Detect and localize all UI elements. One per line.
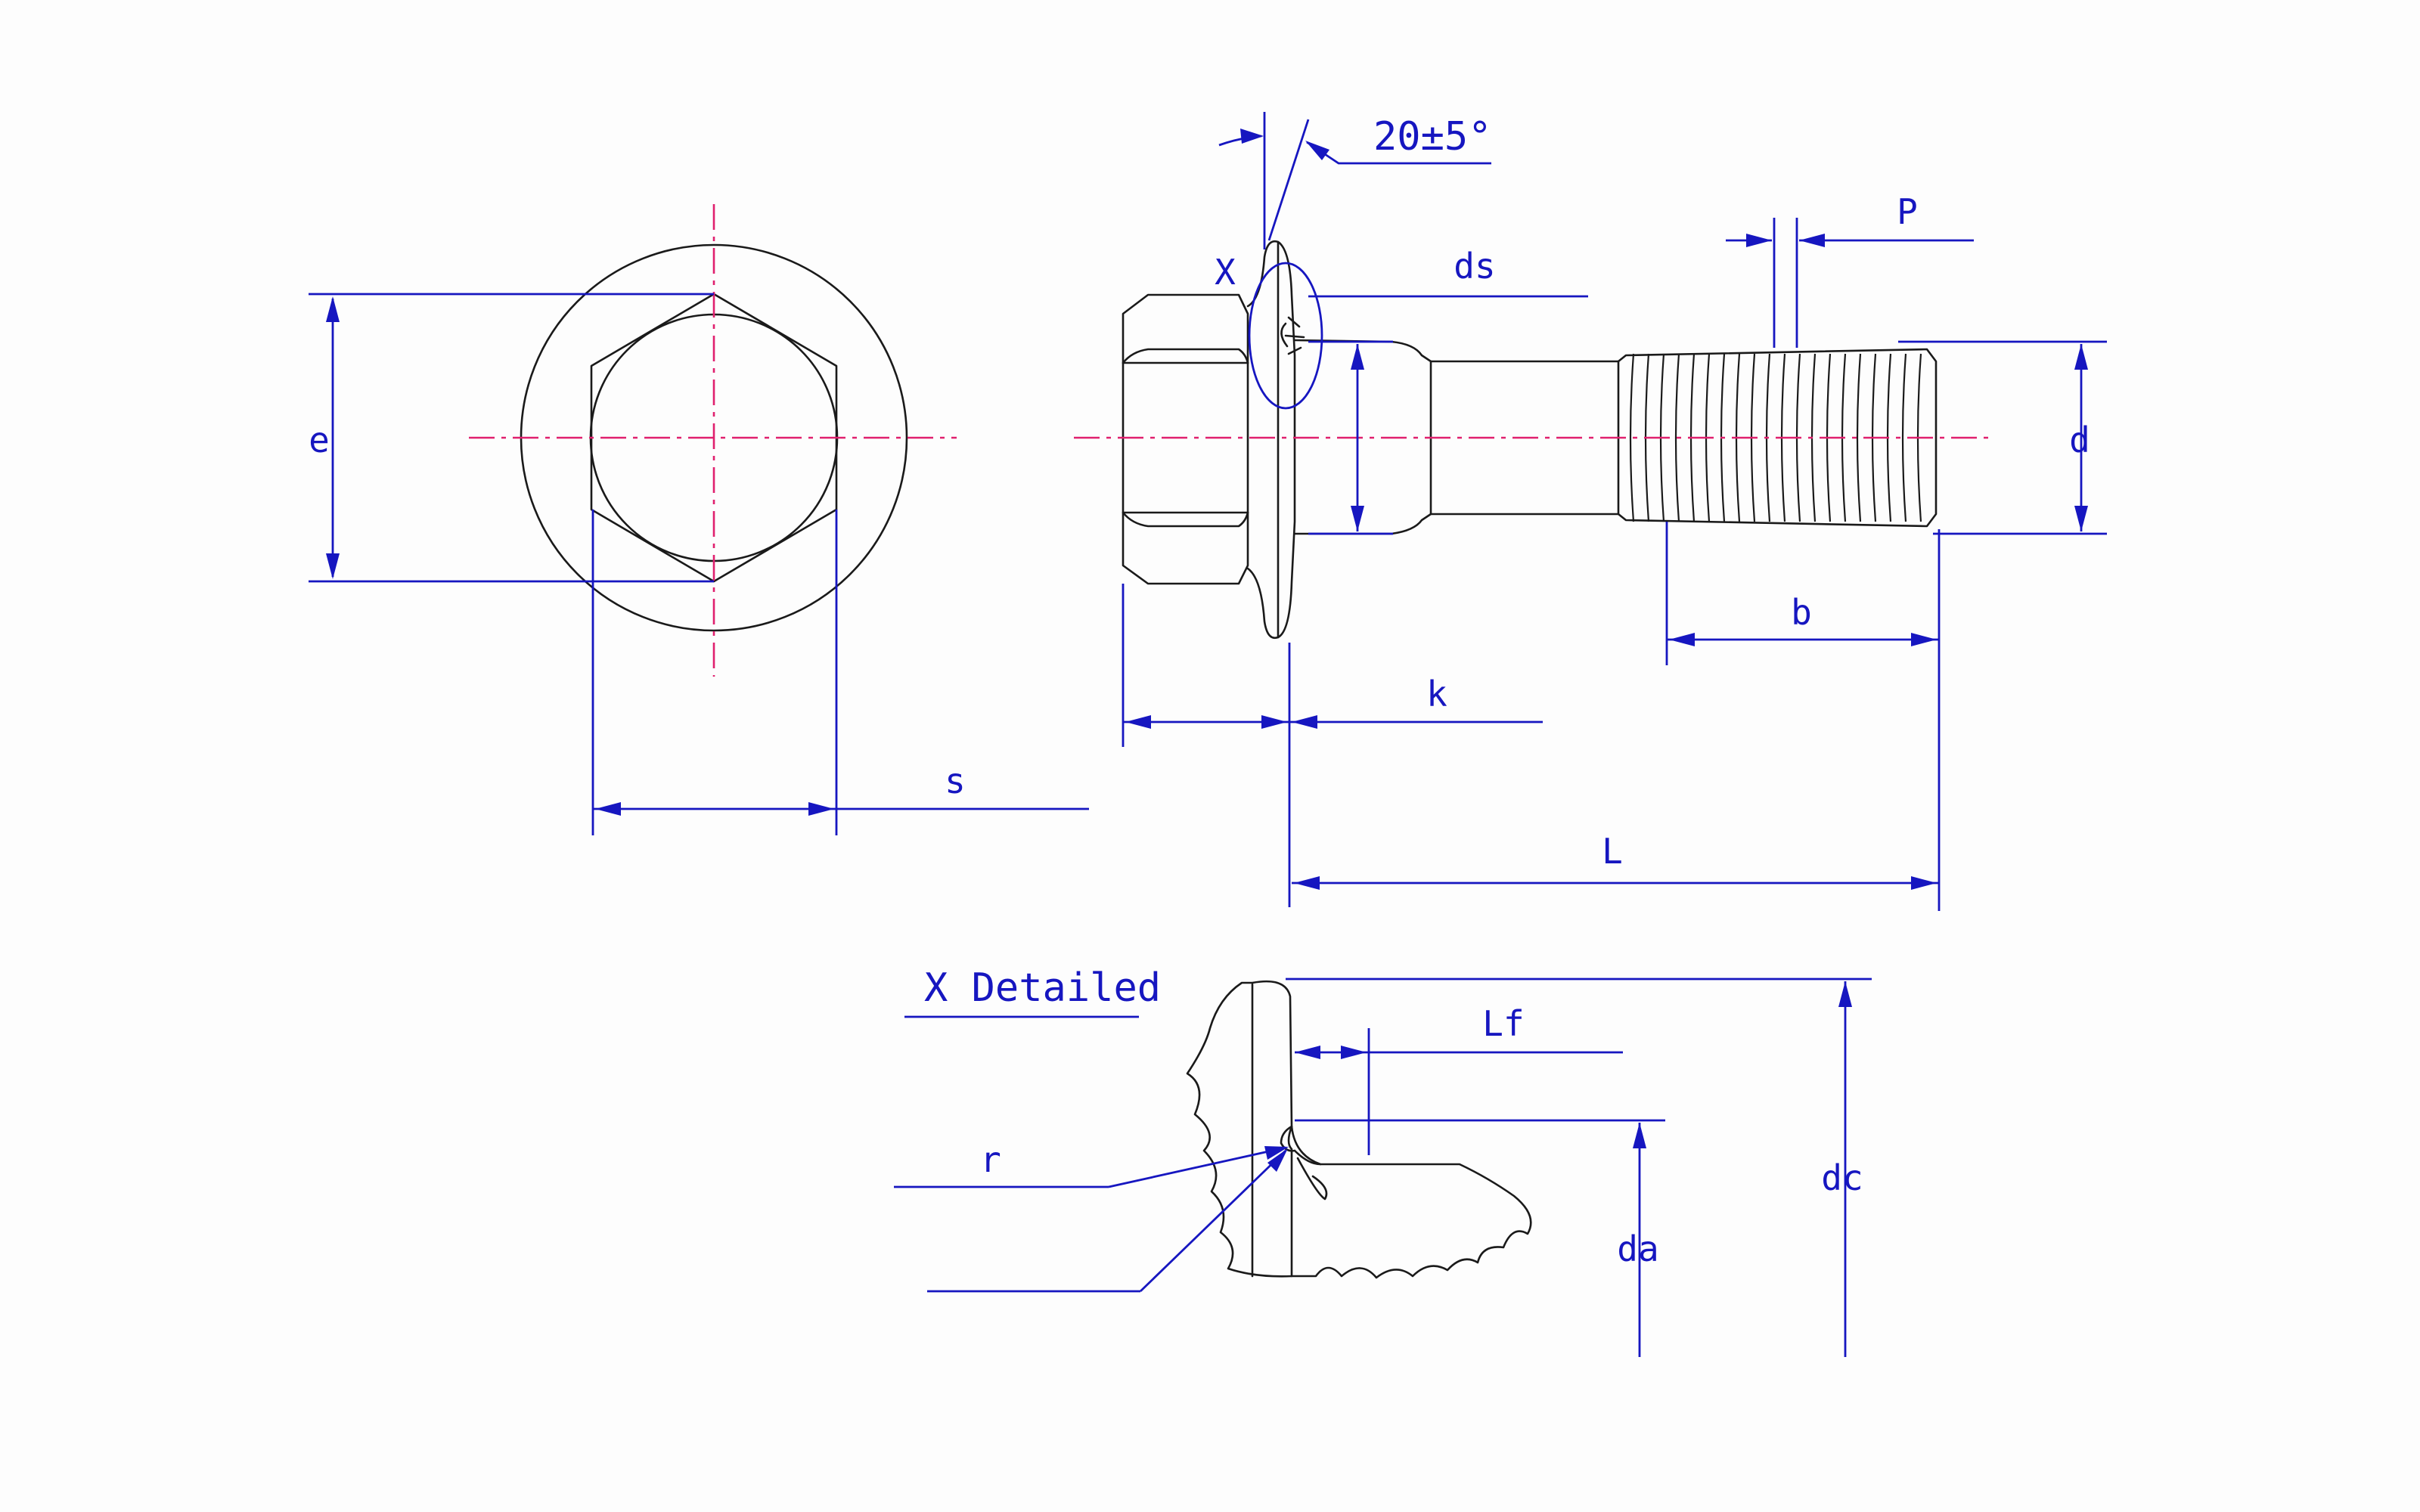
label-r: r bbox=[980, 1139, 1001, 1180]
detail-flange bbox=[1186, 980, 1293, 1278]
thread-crest bbox=[1856, 353, 1862, 522]
label-x-detailed: X Detailed bbox=[924, 965, 1161, 1011]
thread-crest bbox=[1901, 353, 1907, 522]
dimension-k: k bbox=[1122, 584, 1543, 907]
label-x: X bbox=[1215, 252, 1236, 293]
label-ds: ds bbox=[1454, 246, 1495, 287]
dimension-s: s bbox=[591, 510, 1089, 835]
thread-crest bbox=[1629, 353, 1635, 522]
label-dc: dc bbox=[1821, 1157, 1863, 1198]
dimension-l: L bbox=[1292, 831, 1939, 890]
side-view bbox=[1074, 240, 1989, 640]
end-view bbox=[469, 204, 957, 677]
dimension-p: P bbox=[1726, 191, 1974, 348]
label-b: b bbox=[1791, 592, 1812, 633]
label-s: s bbox=[945, 761, 966, 801]
dimension-angle: 20±5° bbox=[1218, 112, 1492, 249]
dimension-d: d bbox=[1898, 340, 2107, 535]
dimension-b: b bbox=[1665, 522, 1941, 911]
label-e: e bbox=[309, 420, 330, 460]
threaded-section bbox=[1617, 348, 1938, 528]
thread-crest bbox=[1674, 353, 1680, 522]
fillet-mark bbox=[1280, 316, 1305, 355]
label-l: L bbox=[1602, 831, 1623, 872]
label-p: P bbox=[1897, 191, 1918, 232]
label-lf: Lf bbox=[1482, 1003, 1524, 1044]
label-da: da bbox=[1617, 1228, 1658, 1269]
flange bbox=[1246, 240, 1296, 640]
detail-shank bbox=[1290, 1125, 1532, 1279]
dimension-ds: ds bbox=[1308, 246, 1588, 535]
detail-view-x: X Detailed dc Lf da r bbox=[894, 965, 1872, 1357]
detail-circle-x bbox=[1248, 262, 1323, 410]
dimension-e: e bbox=[309, 293, 714, 583]
label-k: k bbox=[1426, 674, 1447, 714]
detail-fillet bbox=[1280, 1125, 1328, 1201]
hex-head bbox=[1122, 293, 1249, 585]
label-angle: 20±5° bbox=[1373, 114, 1492, 160]
label-d: d bbox=[2069, 420, 2090, 460]
